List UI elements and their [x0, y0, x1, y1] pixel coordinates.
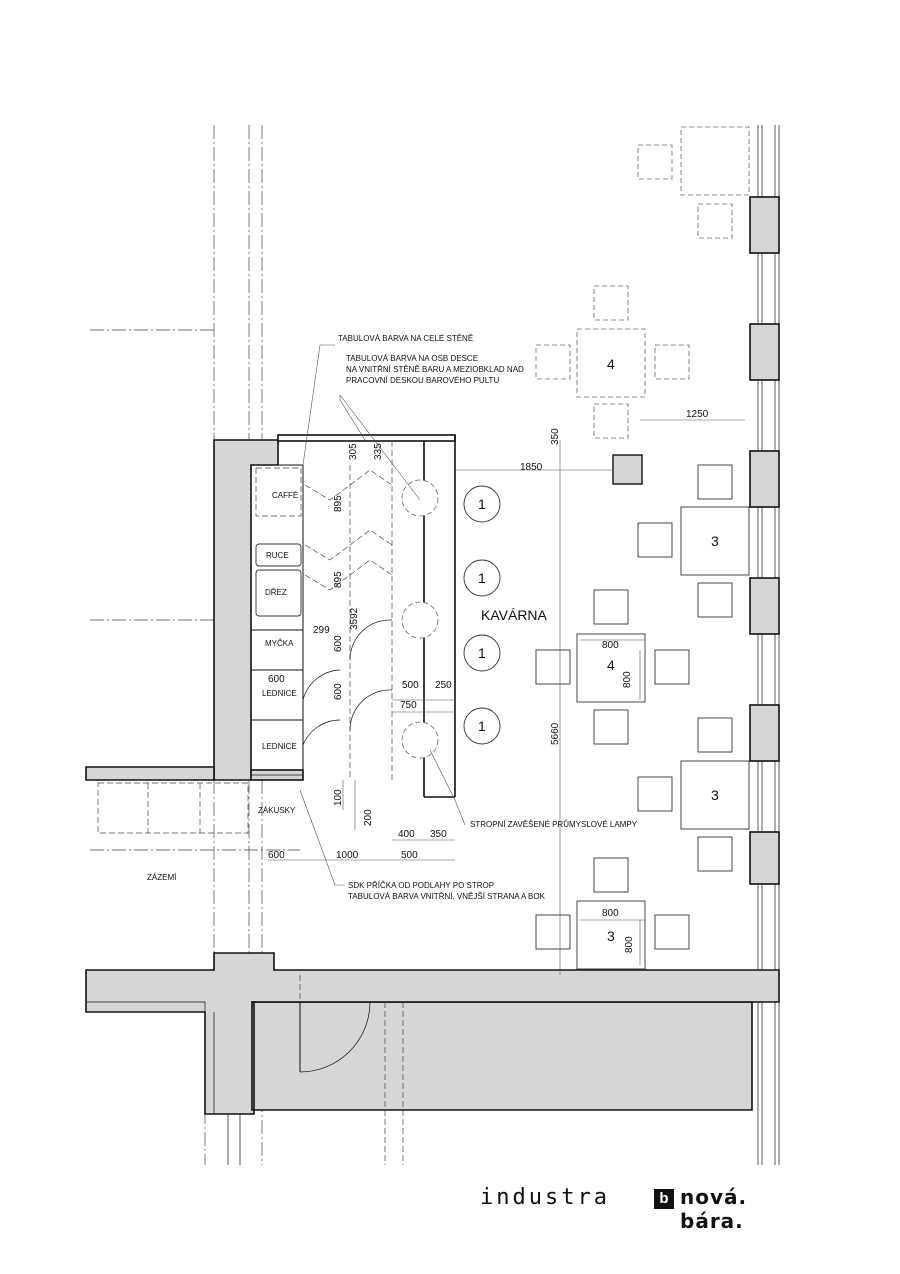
stool-1-d: 1: [478, 718, 486, 734]
dimension-lines: [268, 344, 745, 975]
table-3-b: 3: [711, 787, 719, 803]
dim-100: 100: [333, 789, 344, 806]
dim-500-b: 500: [401, 850, 418, 861]
logo-industra: industra: [480, 1185, 610, 1210]
dim-600-b: 600: [333, 683, 344, 700]
bar-item-ruce: RUCE: [266, 551, 289, 560]
dim-299: 299: [313, 625, 330, 636]
annotation-board-wall: TABULOVÁ BARVA NA CELÉ STĚNĚ: [338, 334, 473, 343]
dim-500-a: 500: [402, 680, 419, 691]
annotation-osb-line1: TABULOVÁ BARVA NA OSB DESCE: [346, 354, 478, 363]
dim-1250: 1250: [686, 409, 709, 420]
room-labels: KAVÁRNA ZÁZEMÍ ZÁKUSKY: [147, 607, 548, 882]
bar-item-labels: CAFFÉ RUCE DŘEZ MYČKA LEDNICE LEDNICE: [262, 491, 298, 751]
stool-1-b: 1: [478, 570, 486, 586]
dim-895-a: 895: [333, 495, 344, 512]
dim-350-a: 350: [430, 829, 447, 840]
bar-item-lednice-1: LEDNICE: [262, 689, 297, 698]
stool-1-c: 1: [478, 645, 486, 661]
dim-250: 250: [435, 680, 452, 691]
dim-3592: 3592: [349, 607, 360, 630]
dim-200: 200: [363, 809, 374, 826]
table-labels: 4 3 4 3 3: [607, 356, 719, 944]
table-3-a: 3: [711, 533, 719, 549]
table-3-c: 3: [607, 928, 615, 944]
dim-305: 305: [348, 443, 359, 460]
bar-item-caffe: CAFFÉ: [272, 491, 298, 500]
dim-350-b: 350: [550, 428, 561, 445]
dimension-labels: 305 335 895 895 3592 299 600 600 600 500…: [268, 409, 709, 953]
dim-400: 400: [398, 829, 415, 840]
room-cafe: KAVÁRNA: [481, 607, 548, 623]
bar-item-lednice-2: LEDNICE: [262, 742, 297, 751]
left-walls: [85, 439, 304, 834]
table-4-top: 4: [607, 356, 615, 372]
annotation-lamps: STROPNÍ ZAVĚŠENÉ PRŮMYSLOVÉ LAMPY: [470, 820, 638, 829]
dim-5660: 5660: [550, 722, 561, 745]
room-back: ZÁZEMÍ: [147, 873, 177, 882]
dim-800-a: 800: [602, 640, 619, 651]
annotation-sdk-line1: SDK PŘÍČKA OD PODLAHY PO STROP: [348, 881, 494, 890]
dim-600-a: 600: [333, 635, 344, 652]
annotation-osb-line3: PRACOVNÍ DESKOU BAROVÉHO PULTU: [346, 376, 499, 385]
dim-895-b: 895: [333, 571, 344, 588]
dim-1850: 1850: [520, 462, 543, 473]
dim-600-c: 600: [268, 674, 285, 685]
annotation-osb-line2: NA VNITŘNÍ STĚNĚ BARU A MEZIOBKLAD NAD: [346, 365, 524, 374]
dashed-furniture: [535, 126, 750, 439]
bar-item-drez: DŘEZ: [265, 588, 287, 597]
dim-800-d: 800: [624, 936, 635, 953]
dim-750: 750: [400, 700, 417, 711]
footer-logos: industra b nová. bára.: [480, 1183, 810, 1233]
cafe-furniture: [463, 454, 750, 970]
table-4-mid: 4: [607, 657, 615, 673]
logo-nova-bara: nová. bára.: [680, 1185, 748, 1233]
annotation-labels: TABULOVÁ BARVA NA CELÉ STĚNĚ TABULOVÁ BA…: [338, 334, 638, 901]
dim-1000: 1000: [336, 850, 359, 861]
dim-800-b: 800: [622, 671, 633, 688]
dim-800-c: 800: [602, 908, 619, 919]
stool-labels: 1 1 1 1: [478, 496, 486, 734]
bottom-walls: [85, 952, 780, 1165]
bar-item-mycka: MYČKA: [265, 639, 294, 648]
dim-600-d: 600: [268, 850, 285, 861]
logo-badge-icon: b: [654, 1189, 674, 1209]
bar-counter: [251, 434, 456, 798]
dim-335: 335: [373, 443, 384, 460]
annotation-sdk-line2: TABULOVÁ BARVA VNITŘNÍ, VNĚJŠÍ STRANA A …: [348, 892, 546, 901]
stool-1-a: 1: [478, 496, 486, 512]
grid-lines: [90, 125, 300, 1165]
right-facade: [749, 125, 780, 1165]
room-cakes: ZÁKUSKY: [258, 806, 296, 815]
